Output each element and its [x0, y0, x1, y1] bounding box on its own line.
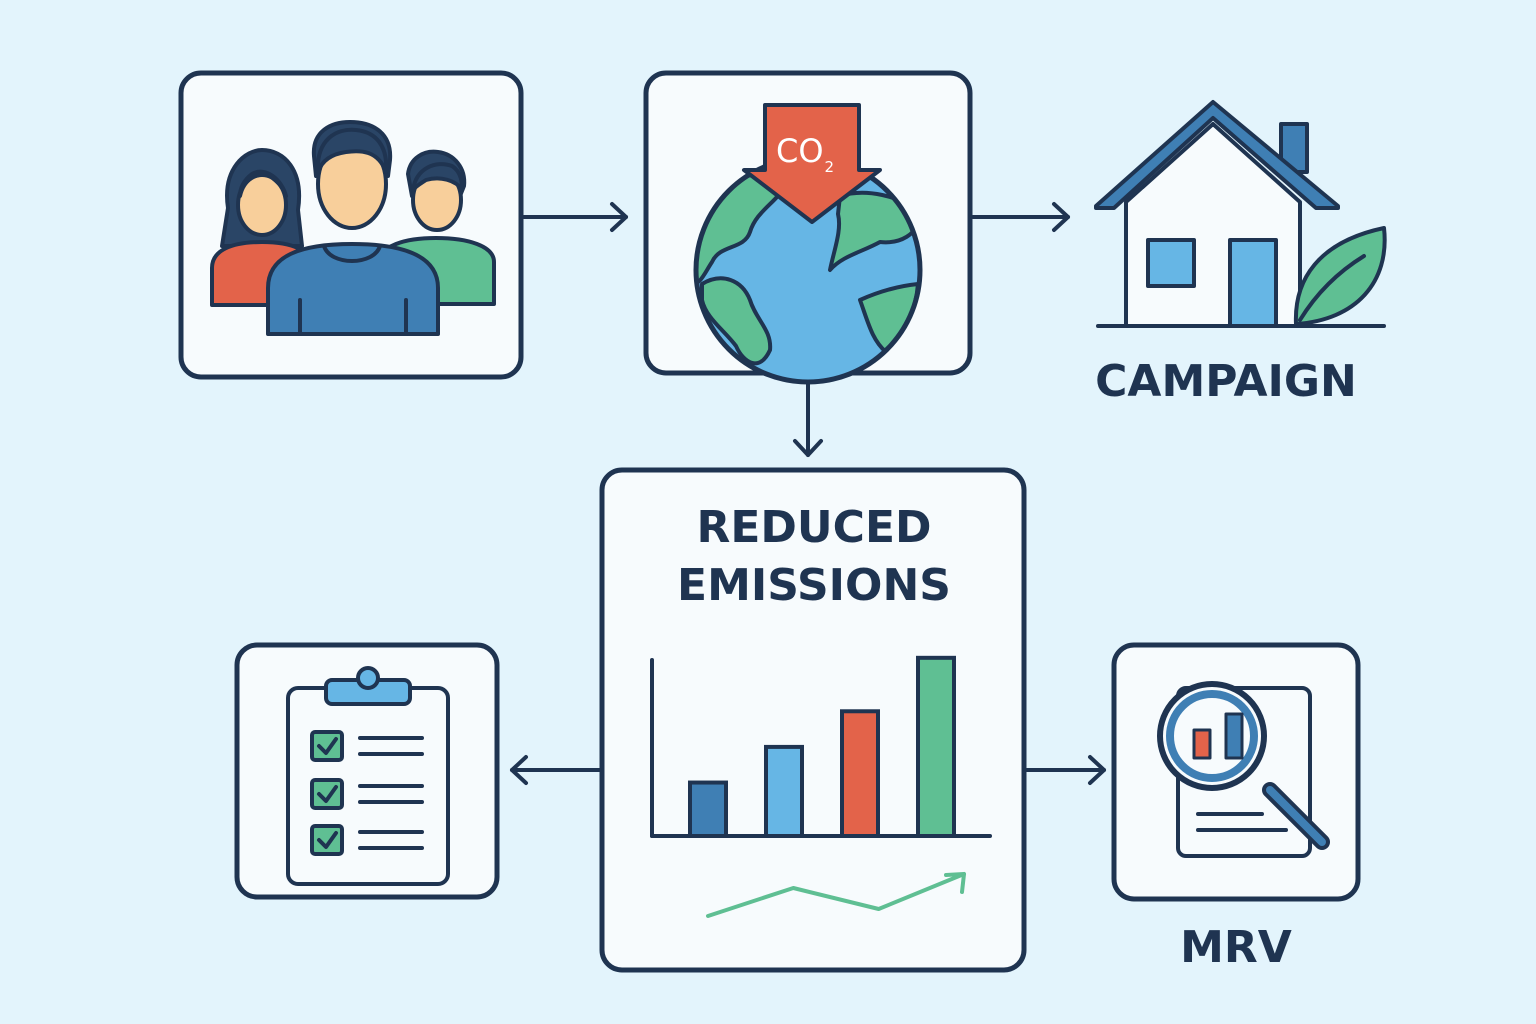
- house-with-leaf-icon: [1094, 100, 1387, 328]
- arrow-reduced-to-mrv: [1025, 755, 1106, 785]
- chart-bar: [916, 655, 956, 838]
- arrow-reduced-to-checklist: [510, 755, 602, 785]
- campaign-label: CAMPAIGN: [1095, 356, 1357, 407]
- arrow-globe-to-campaign: [971, 202, 1070, 232]
- chart-bar: [688, 780, 728, 839]
- magnifier-report-icon: [1157, 681, 1330, 858]
- co2-label: CO2: [776, 132, 834, 176]
- reduced-emissions-title-line1: REDUCED: [696, 502, 931, 553]
- bar-chart-trend-icon: [650, 655, 992, 918]
- reduced-emissions-title-line2: EMISSIONS: [677, 560, 951, 611]
- chart-bar: [840, 709, 880, 838]
- co2-arrow-icon: [742, 103, 882, 224]
- arrow-globe-to-reduced: [793, 374, 823, 457]
- earth-co2-down-icon: [693, 103, 923, 385]
- people-group-icon: [210, 120, 496, 336]
- checklist-clipboard-icon: [286, 666, 450, 886]
- mrv-label: MRV: [1180, 922, 1292, 973]
- arrow-people-to-globe: [522, 202, 628, 232]
- chart-trend-line: [706, 872, 966, 918]
- chart-trend-arrowhead: [944, 872, 966, 894]
- chart-bar: [764, 744, 804, 839]
- reduced-emissions-box: [599, 467, 1027, 973]
